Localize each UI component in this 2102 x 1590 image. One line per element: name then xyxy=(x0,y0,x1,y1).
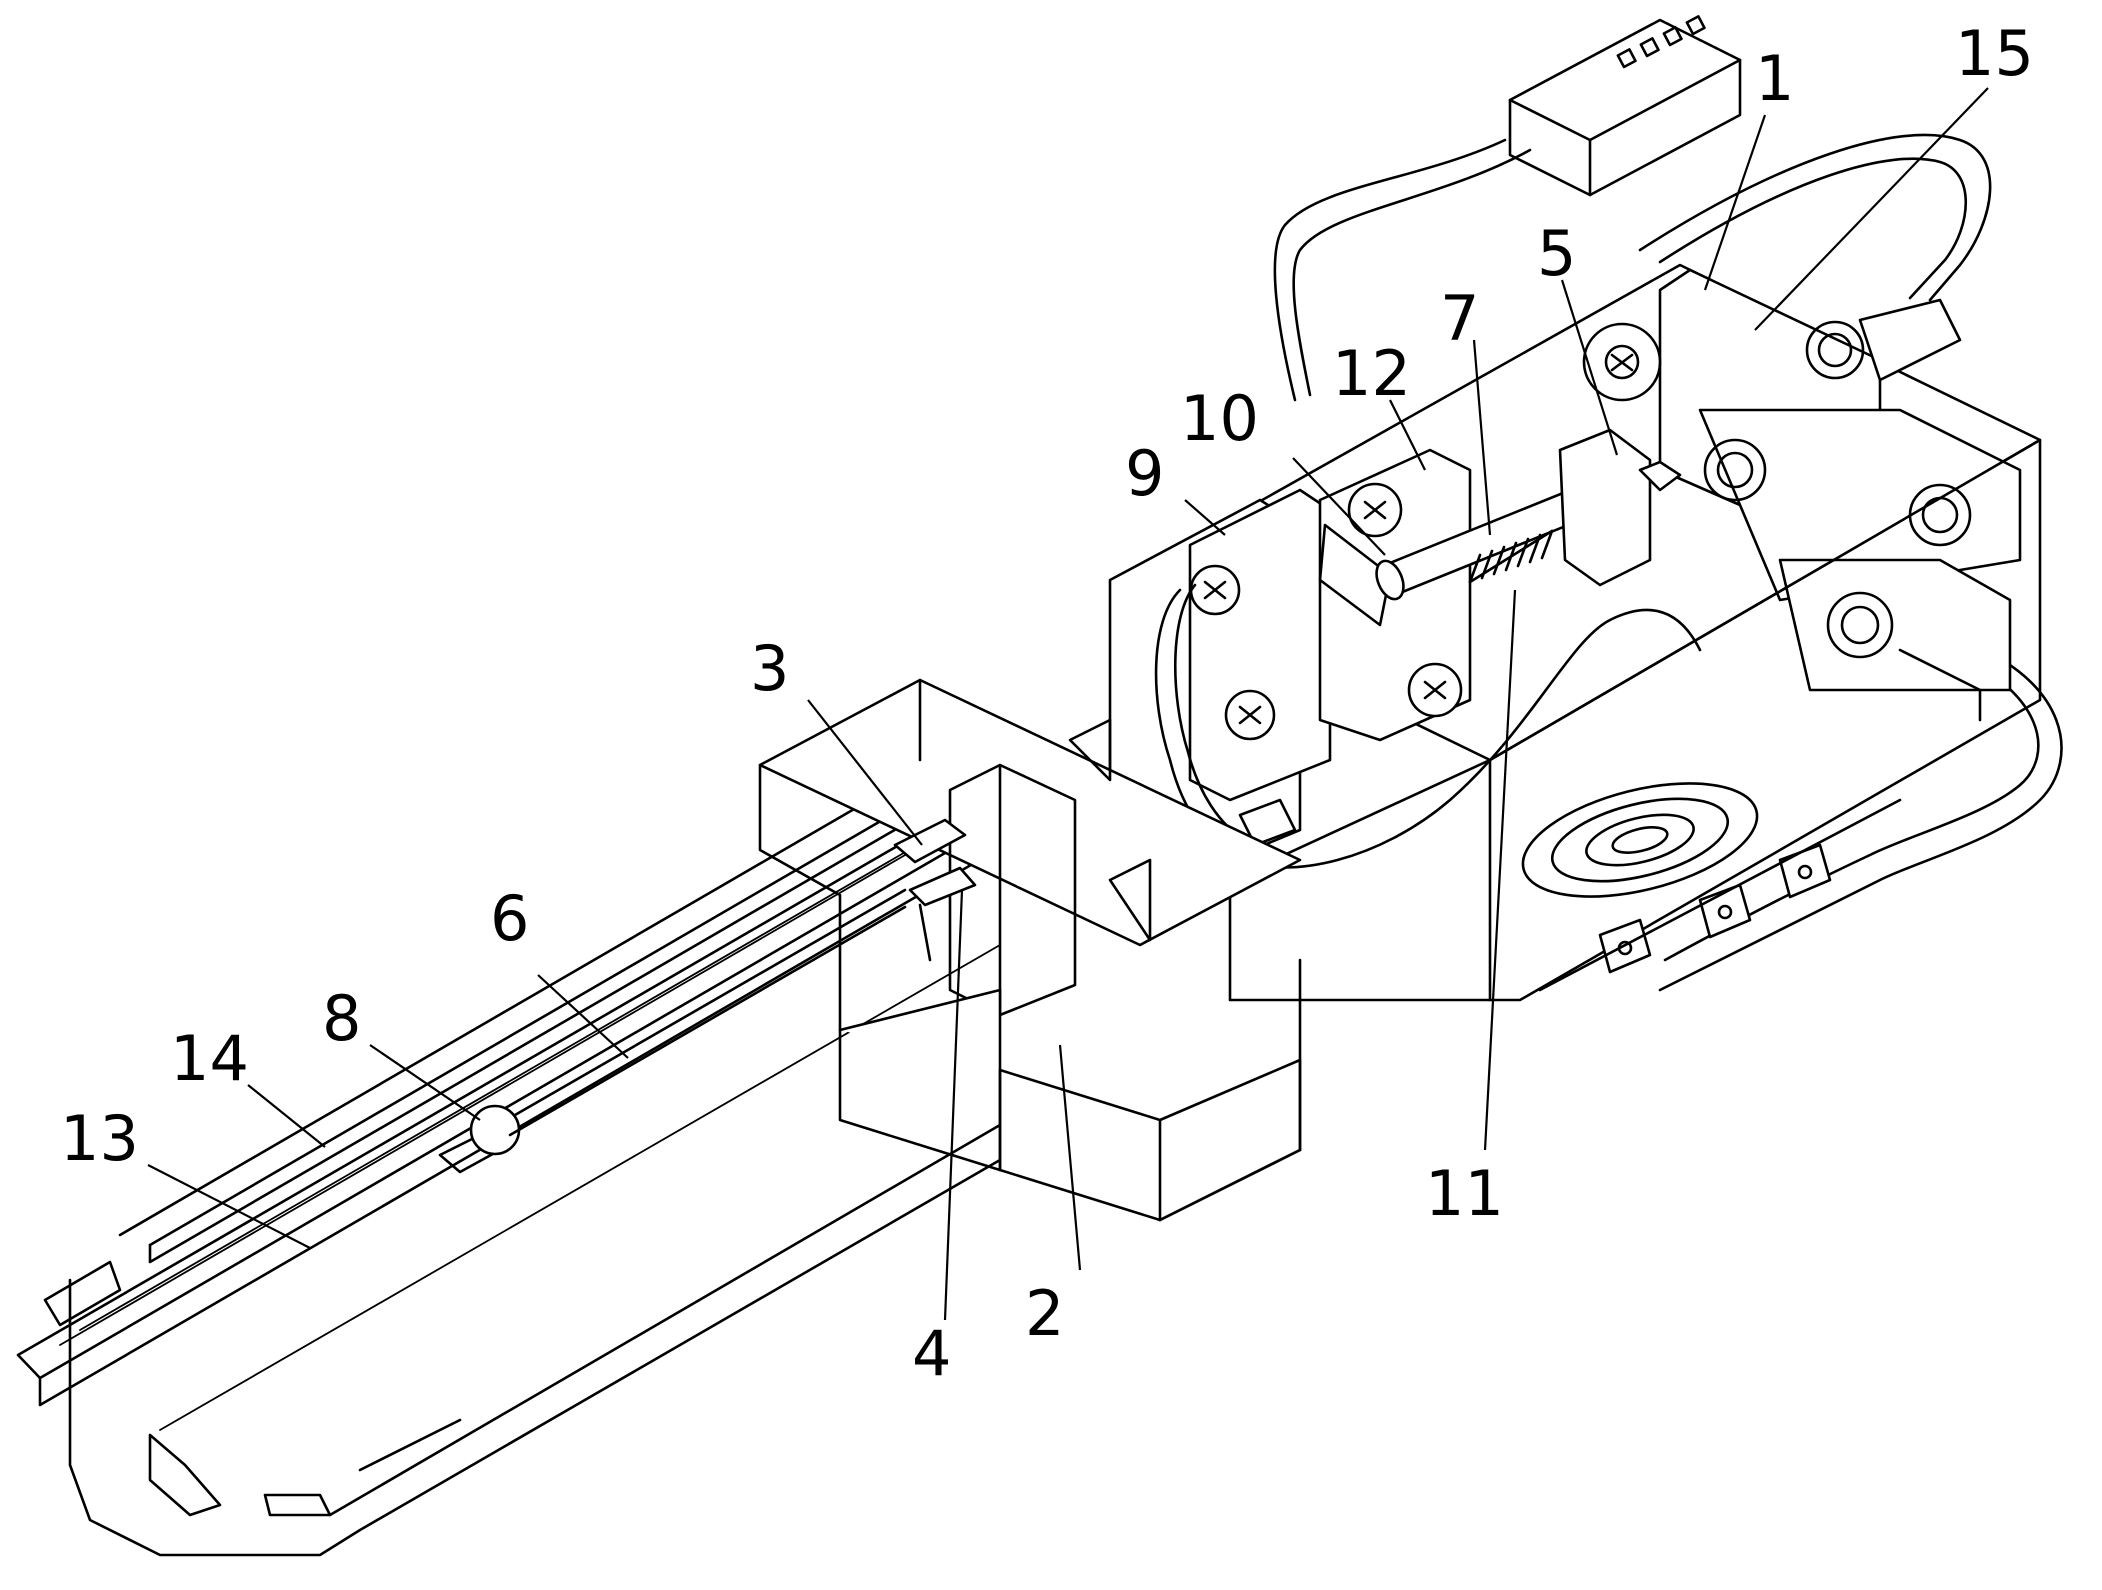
callout-4: 4 xyxy=(912,1317,951,1390)
callout-7: 7 xyxy=(1440,282,1479,355)
callout-8: 8 xyxy=(322,982,361,1055)
callout-14: 14 xyxy=(170,1022,249,1095)
callout-12: 12 xyxy=(1332,337,1411,410)
callout-9: 9 xyxy=(1125,437,1164,510)
callout-10: 10 xyxy=(1180,382,1259,455)
callout-11: 11 xyxy=(1425,1157,1504,1230)
callout-15: 15 xyxy=(1955,17,2034,90)
callout-3: 3 xyxy=(750,632,789,705)
callout-13: 13 xyxy=(60,1102,139,1175)
callout-5: 5 xyxy=(1537,217,1576,290)
callout-1: 1 xyxy=(1755,42,1794,115)
long-rail xyxy=(18,765,1045,1555)
callout-2: 2 xyxy=(1025,1277,1064,1350)
callout-6: 6 xyxy=(490,882,529,955)
leader-lines xyxy=(148,88,1988,1320)
